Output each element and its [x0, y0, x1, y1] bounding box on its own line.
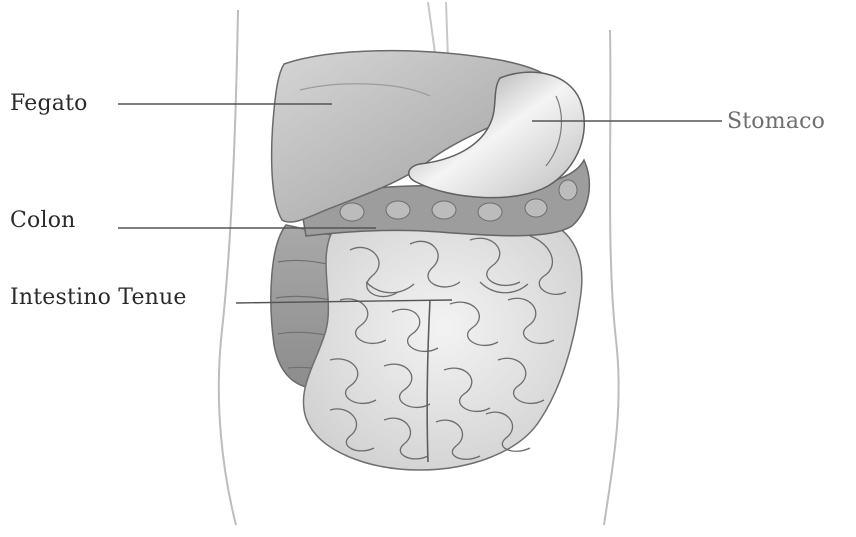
label-colon: Colon	[10, 210, 76, 232]
label-stomaco: Stomaco	[727, 111, 825, 133]
label-intestino-tenue: Intestino Tenue	[10, 287, 187, 309]
label-fegato: Fegato	[10, 93, 88, 115]
small-intestine	[303, 212, 581, 470]
